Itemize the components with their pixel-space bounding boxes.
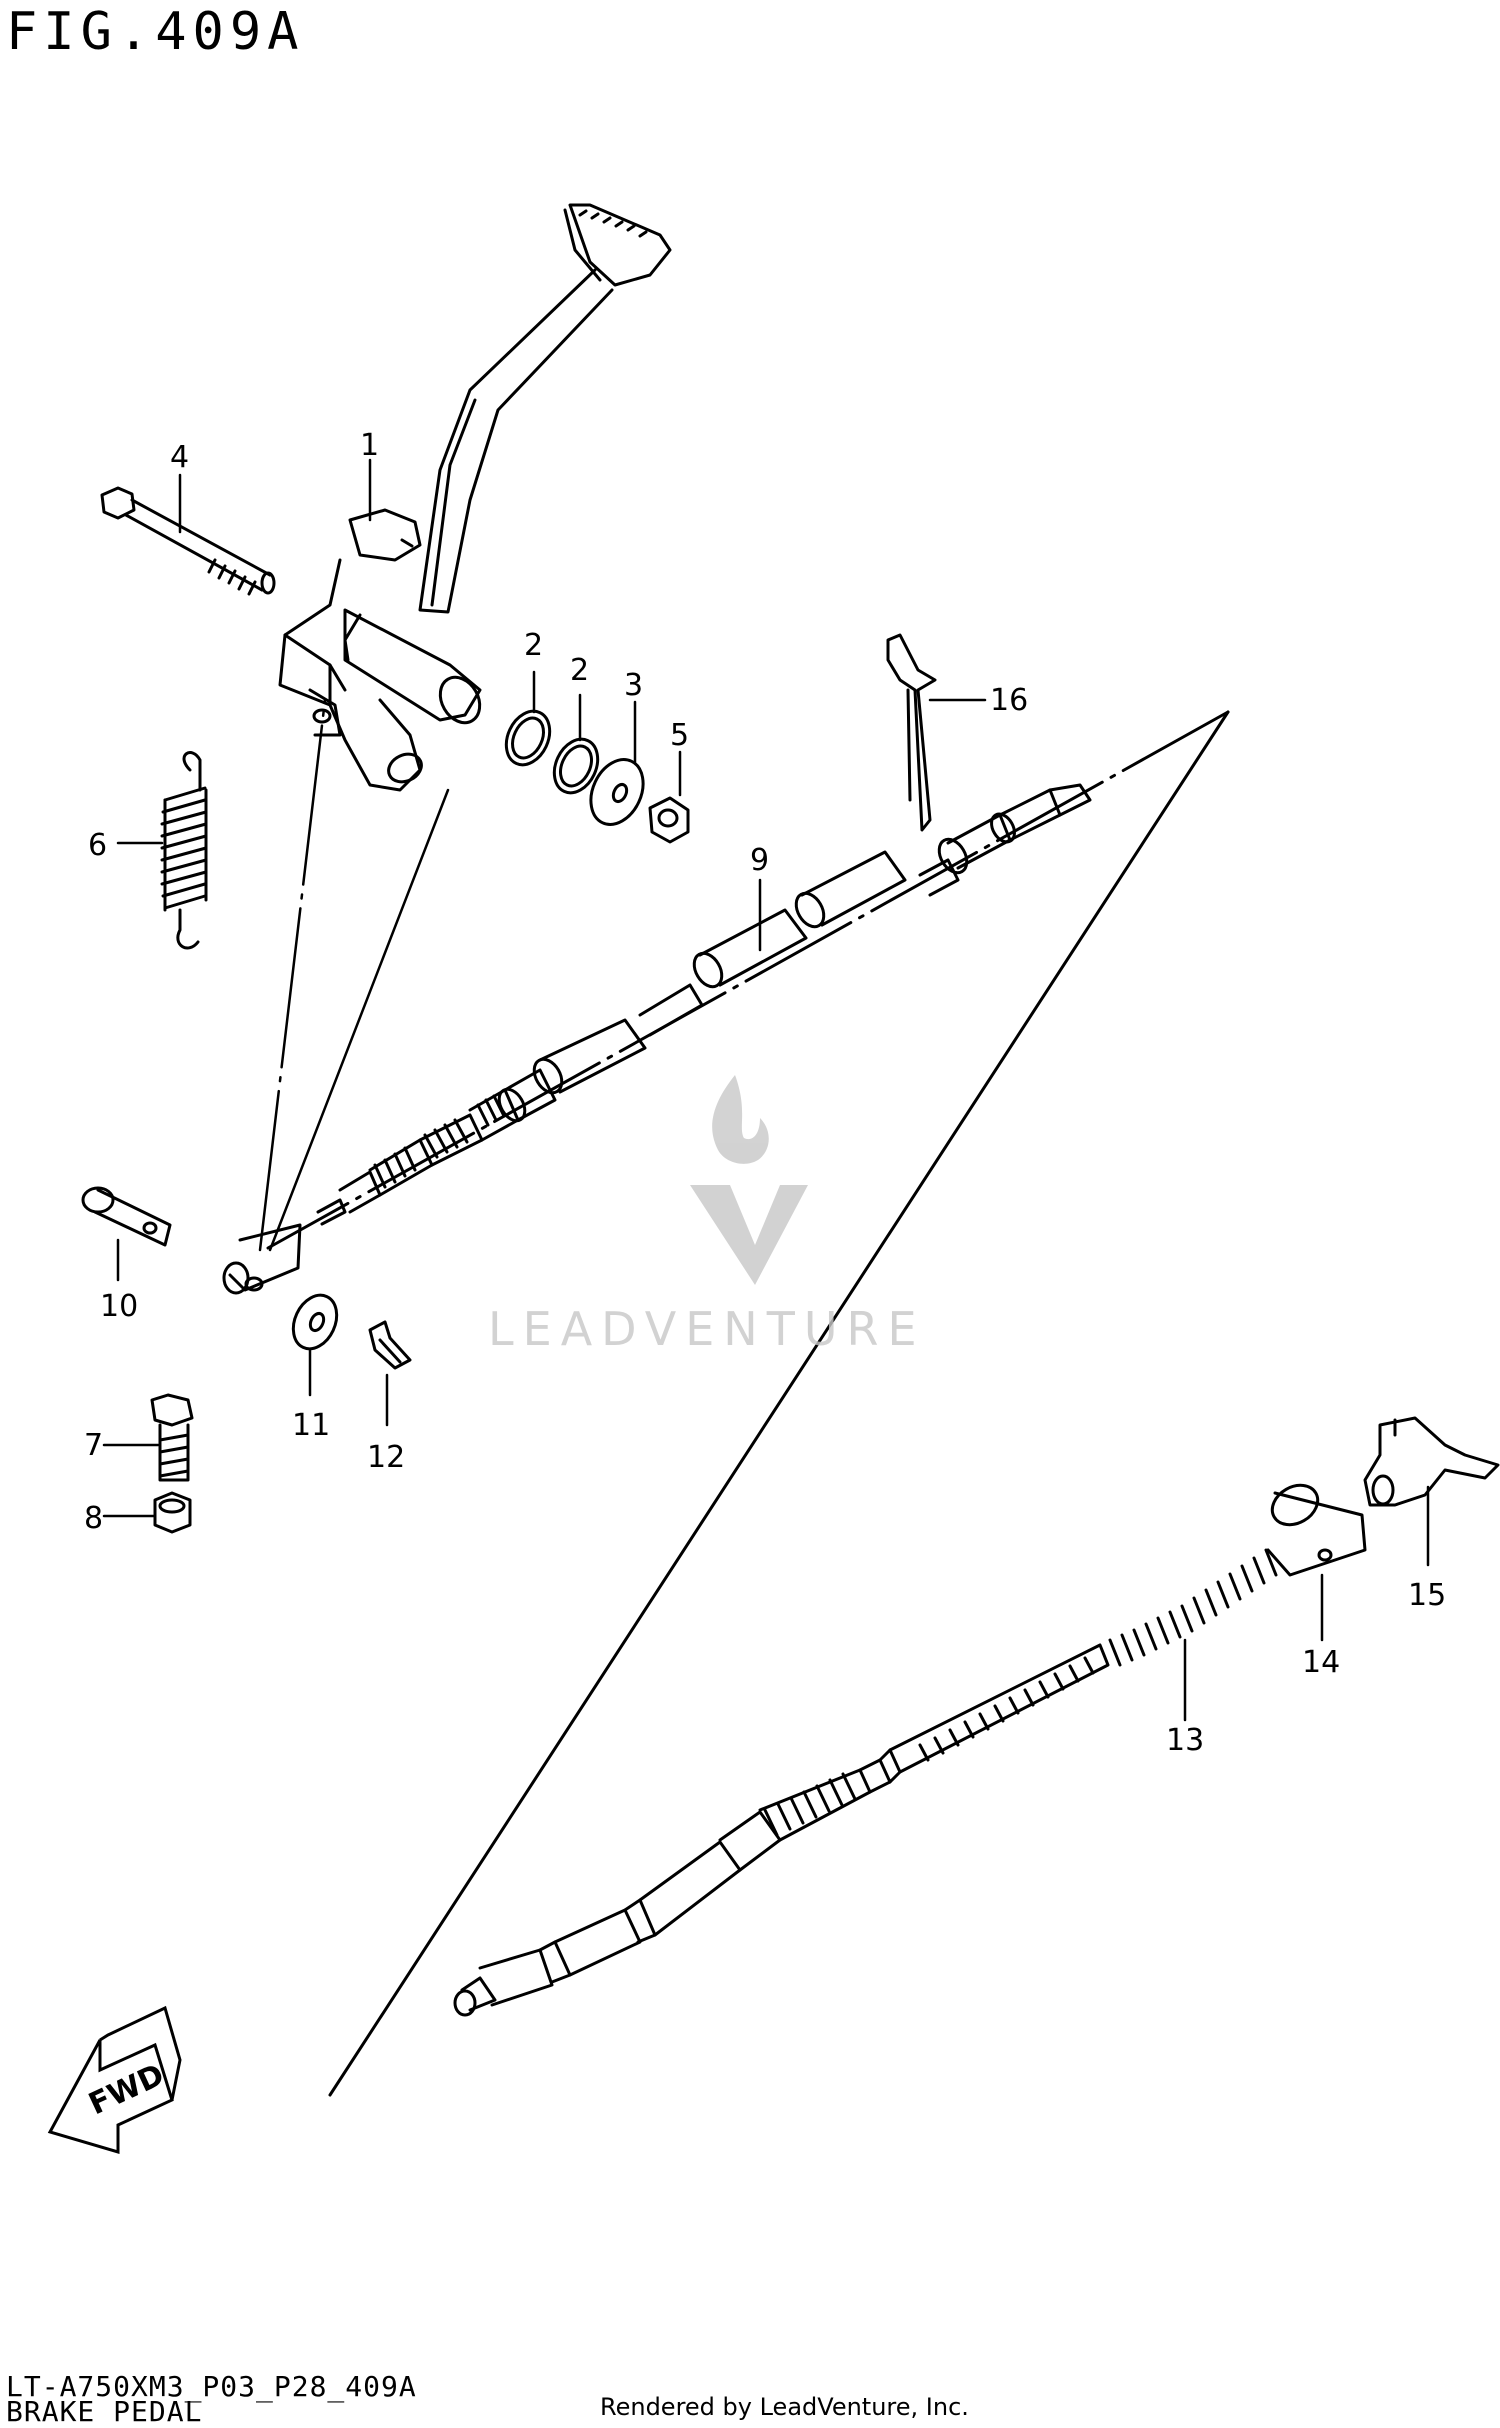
callout-1: 1 [360, 428, 379, 463]
spring-part-13 [1108, 1548, 1278, 1667]
callout-2b: 2 [570, 653, 589, 688]
callout-12: 12 [367, 1440, 405, 1475]
holder-part [1363, 1416, 1500, 1507]
model-code: LT-A750XM3_P03_P28_409A [6, 2370, 417, 2403]
bolt-part-7 [150, 1393, 194, 1482]
clamp-part [886, 633, 937, 832]
leadventure-watermark: LEADVENTURE [488, 1075, 926, 1356]
brake-pedal-part [278, 203, 672, 792]
callout-2a: 2 [524, 628, 543, 663]
fwd-arrow-icon [47, 2039, 174, 2155]
callout-5: 5 [670, 718, 689, 753]
callout-14: 14 [1302, 1645, 1340, 1680]
fwd-arrow: FWD [47, 2005, 182, 2155]
washers-and-nut [504, 709, 690, 844]
v-logo-icon [690, 1185, 808, 1285]
callout-13: 13 [1166, 1723, 1204, 1758]
figure-title: FIG.409A [6, 2, 305, 62]
lower-cable-part [453, 1643, 1110, 2017]
nut-part-8 [153, 1491, 192, 1534]
callout-15: 15 [1408, 1578, 1446, 1613]
callout-numbers: 1 2 2 3 4 5 6 7 8 9 10 11 12 13 14 15 16 [84, 428, 1446, 1758]
callout-16: 16 [990, 683, 1028, 718]
section-name: BRAKE PEDAL [6, 2395, 203, 2428]
brake-cable-part [222, 783, 1092, 1295]
callout-3: 3 [624, 668, 643, 703]
bolt-part-4 [100, 486, 276, 596]
callout-4: 4 [170, 440, 189, 475]
render-credit: Rendered by LeadVenture, Inc. [600, 2393, 969, 2421]
pin-part [81, 1186, 172, 1247]
flame-icon [712, 1075, 769, 1164]
washer-part-11 [291, 1293, 339, 1351]
callout-8: 8 [84, 1501, 103, 1536]
leader-lines [102, 458, 1430, 1722]
joint-part [1266, 1483, 1367, 1577]
callout-9: 9 [750, 843, 769, 878]
return-spring-part [160, 751, 208, 950]
callout-11: 11 [292, 1408, 330, 1443]
watermark-text: LEADVENTURE [488, 1302, 926, 1356]
callout-6: 6 [88, 828, 107, 863]
callout-10: 10 [100, 1289, 138, 1324]
assembly-outline [266, 710, 1230, 2097]
callout-7: 7 [84, 1428, 103, 1463]
cotter-pin-part [368, 1320, 412, 1370]
